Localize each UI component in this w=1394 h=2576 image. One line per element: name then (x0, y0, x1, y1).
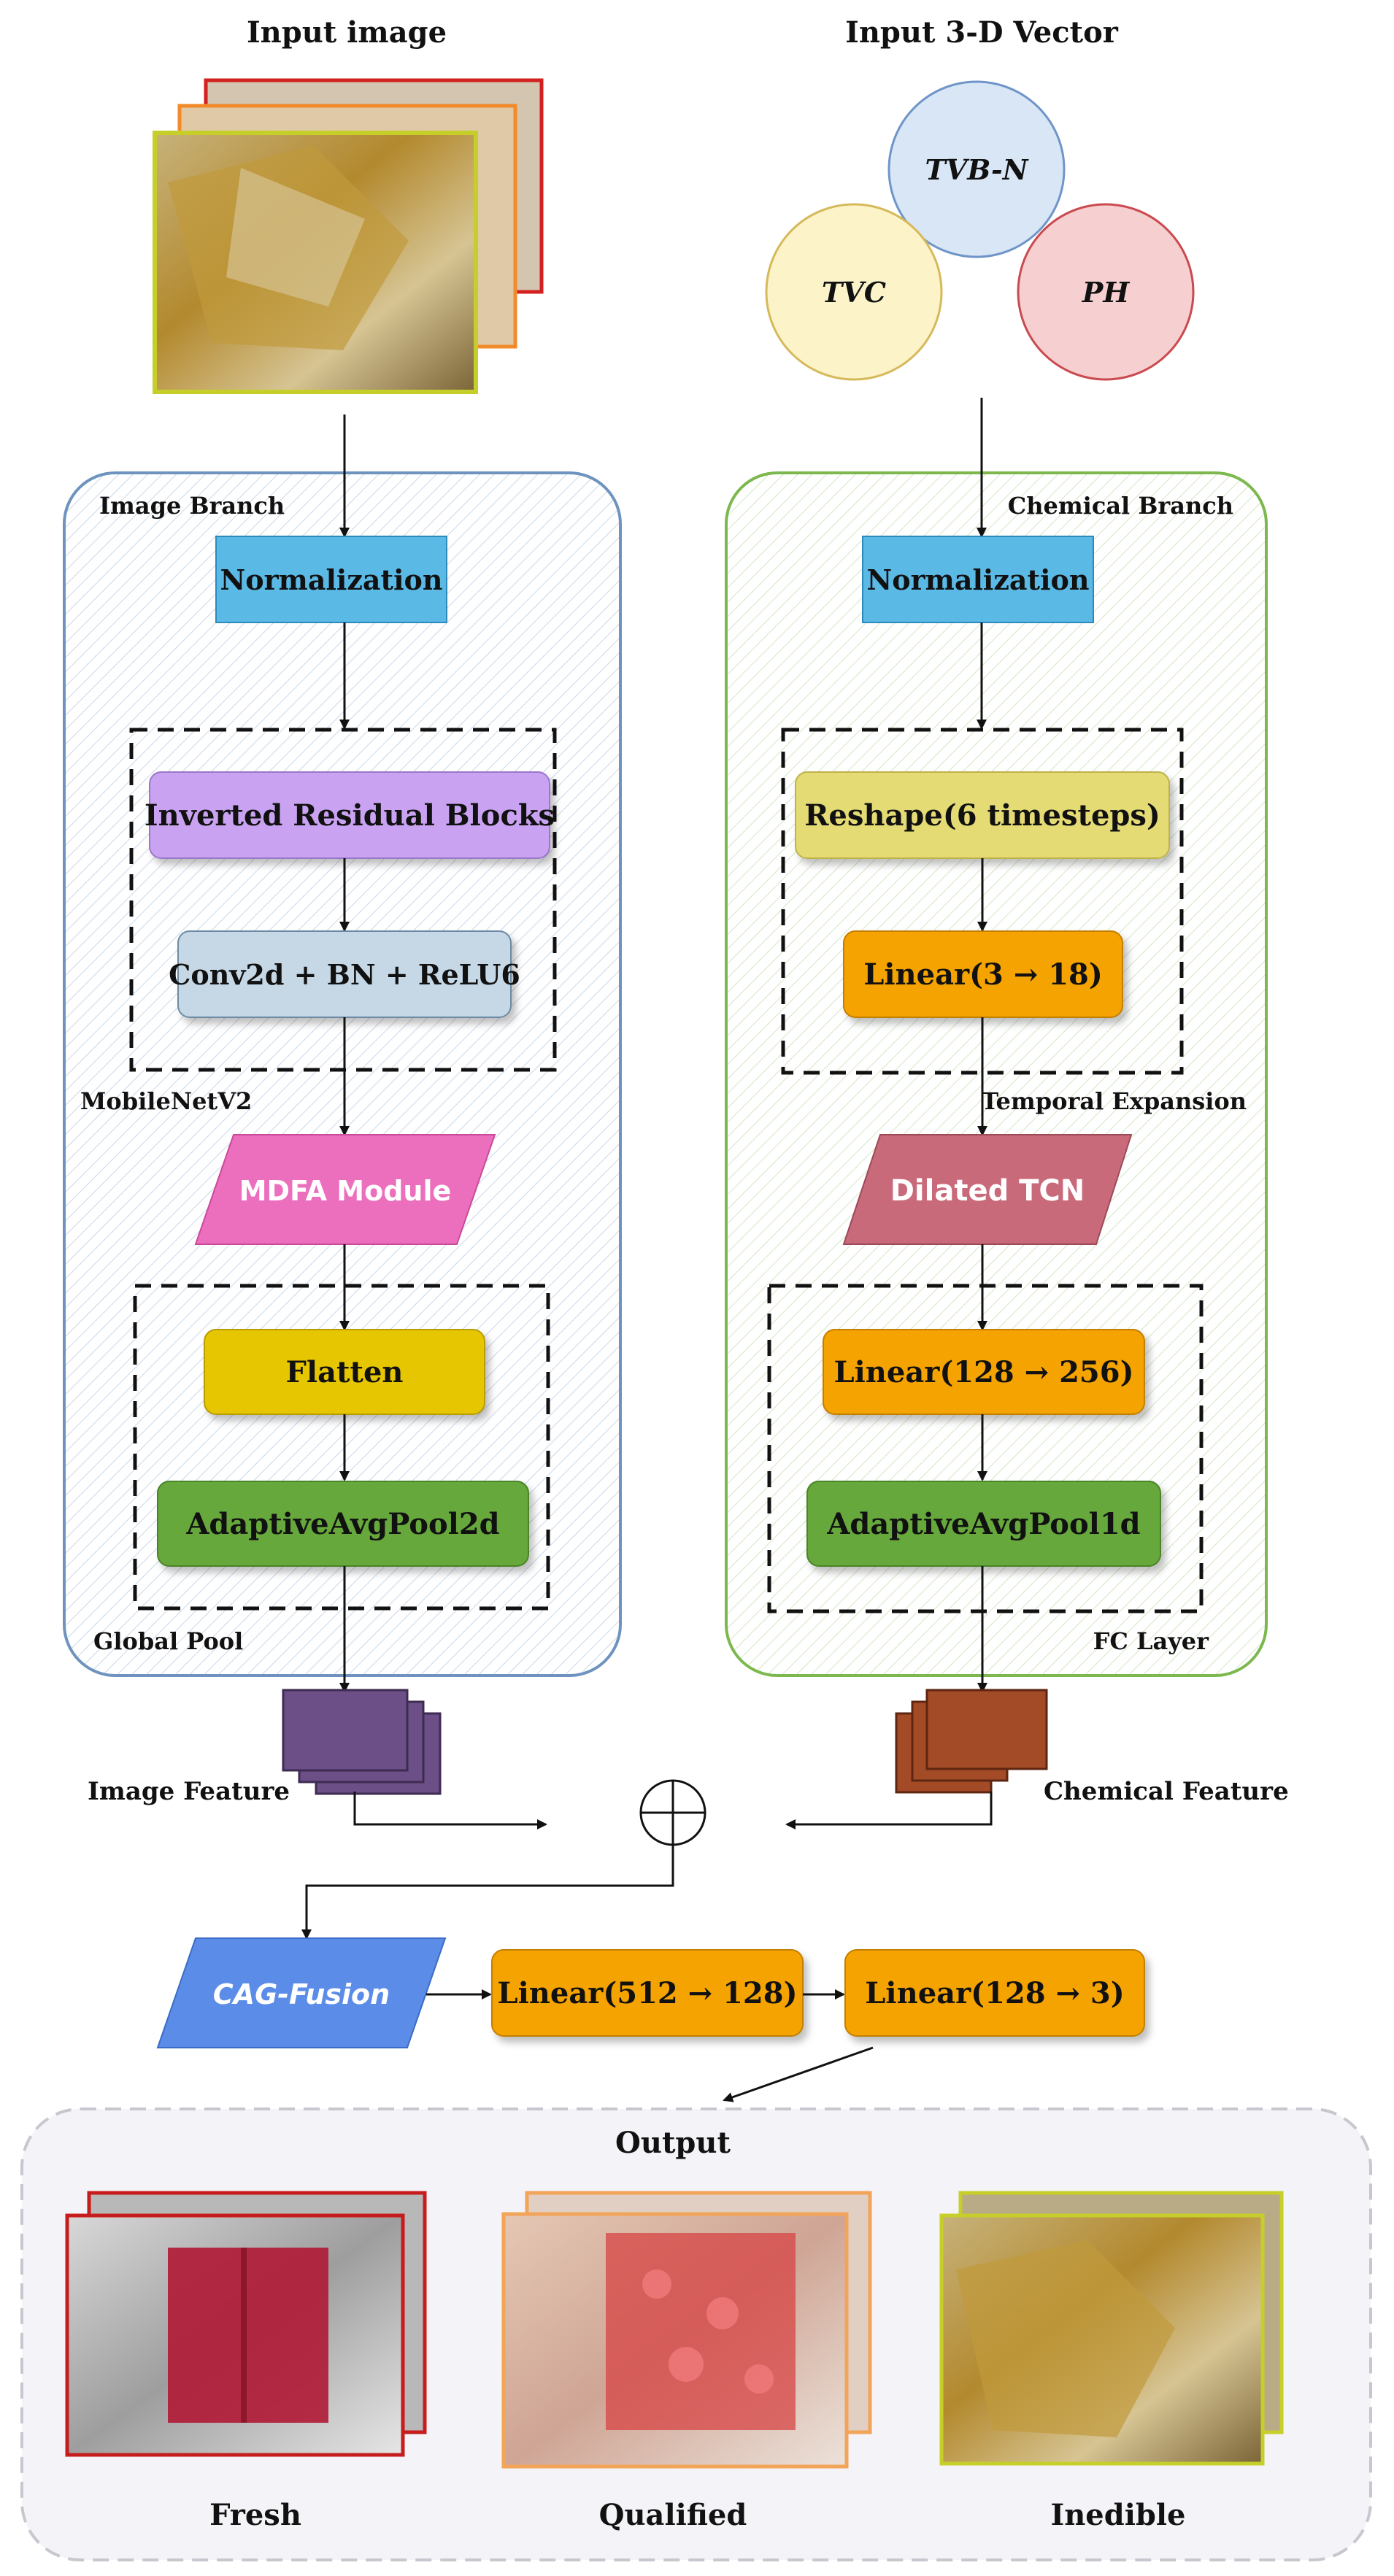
qualified-image-stack (501, 2191, 872, 2469)
inedible-image-stack (939, 2191, 1284, 2466)
image-branch-label: Image Branch (99, 492, 285, 520)
fresh-image-stack (65, 2191, 427, 2457)
tvbn-label: TVB-N (925, 153, 1028, 186)
input-circles: TVB-N TVC PH (765, 80, 1195, 381)
linear-128-256-label: Linear(128 → 256) (833, 1355, 1133, 1389)
mdfa-module-label: MDFA Module (239, 1175, 452, 1207)
temporal-expansion-label: Temporal Expansion (981, 1087, 1247, 1115)
input-image-stack (153, 78, 544, 394)
output-label-qualified: Qualified (599, 2498, 747, 2532)
dilated-tcn-shape (842, 1134, 1133, 1245)
reshape-label: Reshape(6 timesteps) (804, 798, 1160, 833)
adaptive-avgpool1d-label: AdaptiveAvgPool1d (826, 1507, 1140, 1541)
global-pool-label: Global Pool (93, 1627, 243, 1655)
inverted-residual-box (149, 771, 550, 859)
input-vector-title: Input 3-D Vector (845, 15, 1119, 50)
ph-circle (1017, 203, 1195, 381)
mobilenet-dashed-box (129, 728, 557, 1072)
chemical-feature-label: Chemical Feature (1044, 1777, 1289, 1806)
chemical-normalization-box (862, 536, 1094, 623)
ph-label: PH (1082, 276, 1131, 309)
flatten-label: Flatten (286, 1355, 404, 1389)
mdfa-module-shape (194, 1134, 496, 1245)
output-label-inedible: Inedible (1050, 2498, 1185, 2532)
conv-label: Conv2d + BN + ReLU6 (169, 958, 520, 991)
temporal-dashed-box (781, 728, 1184, 1075)
chemical-normalization-label: Normalization (867, 563, 1090, 596)
inverted-residual-label: Inverted Residual Blocks (145, 798, 555, 833)
fc-layer-label: FC Layer (1093, 1627, 1210, 1655)
cag-fusion-shape (156, 1937, 447, 2048)
linear-128-3-box (844, 1949, 1145, 2037)
cag-fusion-label: CAG-Fusion (213, 1978, 390, 2010)
image-normalization-box (215, 536, 447, 623)
linear-512-128-label: Linear(512 → 128) (497, 1976, 797, 2010)
image-normalization-label: Normalization (220, 563, 443, 596)
linear-512-128-box (491, 1949, 804, 2037)
linear-3-18-label: Linear(3 → 18) (863, 957, 1103, 992)
output-label-fresh: Fresh (209, 2498, 301, 2532)
adaptive-avgpool2d-box (157, 1481, 529, 1567)
concat-symbol (639, 1779, 706, 1846)
linear-128-3-label: Linear(128 → 3) (865, 1976, 1124, 2010)
dilated-tcn-label: Dilated TCN (890, 1174, 1085, 1208)
fc-dashed-box (767, 1284, 1204, 1613)
input-image-title: Input image (247, 15, 447, 50)
tvc-circle (765, 203, 943, 381)
linear-128-256-box (823, 1329, 1145, 1415)
output-title: Output (615, 2126, 731, 2160)
tvbn-circle (887, 80, 1066, 258)
chemical-branch-label: Chemical Branch (1008, 492, 1233, 520)
mobilenet-label: MobileNetV2 (80, 1087, 252, 1115)
tvc-label: TVC (822, 276, 886, 309)
adaptive-avgpool2d-label: AdaptiveAvgPool2d (185, 1507, 499, 1541)
image-feature-label: Image Feature (88, 1777, 290, 1806)
chemical-feature-stack (895, 1689, 1048, 1794)
image-feature-stack (282, 1689, 442, 1795)
adaptive-avgpool1d-box (806, 1481, 1161, 1567)
